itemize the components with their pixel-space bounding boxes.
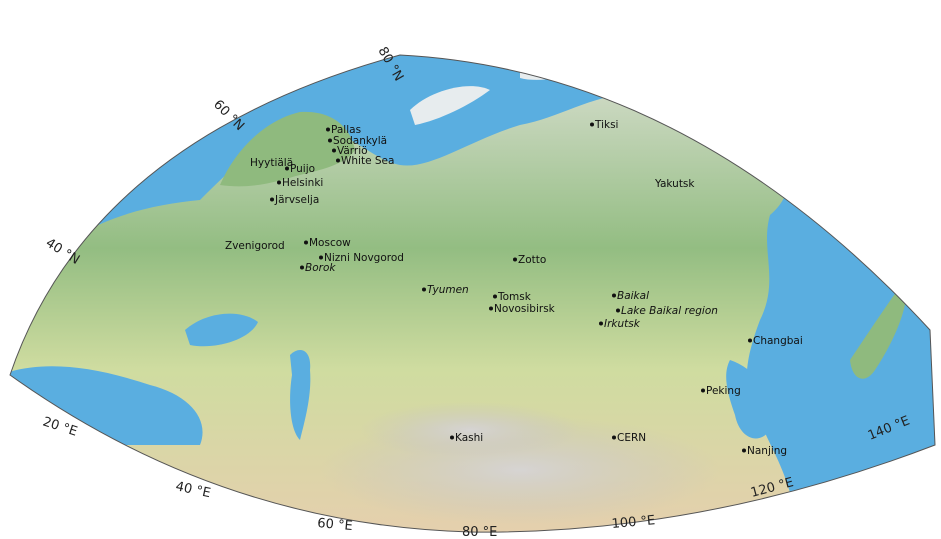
station-label: Novosibirsk: [494, 303, 556, 315]
station-helsinki[interactable]: Helsinki: [277, 177, 323, 189]
station-marker[interactable]: [300, 265, 304, 270]
station-tyumen[interactable]: Tyumen: [422, 284, 469, 296]
station-cern[interactable]: CERN: [612, 432, 646, 444]
station-label: Nanjing: [747, 445, 787, 457]
japan: [850, 280, 907, 379]
station-novosibirsk[interactable]: Novosibirsk: [489, 303, 556, 315]
station-nanjing[interactable]: Nanjing: [742, 445, 787, 457]
station-marker[interactable]: [422, 287, 426, 292]
station-marker[interactable]: [277, 180, 281, 185]
station-marker[interactable]: [616, 308, 620, 313]
station-borok[interactable]: Borok: [300, 262, 336, 274]
station-label: Tiksi: [594, 119, 618, 131]
station-yakutsk[interactable]: Yakutsk: [654, 178, 695, 190]
lon-label-60: 60 °E: [317, 516, 354, 534]
station-nizhni-novgorod[interactable]: Nizni Novgorod: [319, 252, 404, 264]
station-tomsk[interactable]: Tomsk: [493, 291, 532, 303]
station-label: Värriö: [337, 145, 368, 157]
station-marker[interactable]: [742, 448, 746, 453]
black-sea: [185, 313, 258, 347]
station-marker[interactable]: [748, 338, 752, 343]
station-marker[interactable]: [513, 257, 517, 262]
station-label: Hyytiälä: [250, 157, 293, 169]
station-label: Helsinki: [282, 177, 323, 189]
station-changbai[interactable]: Changbai: [748, 335, 803, 347]
scandinavia-landmass: [220, 111, 355, 187]
station-label: Borok: [305, 262, 336, 274]
severnaya-zemlya: [520, 64, 575, 80]
station-kashi[interactable]: Kashi: [450, 432, 483, 444]
station-label: Nizni Novgorod: [324, 252, 404, 264]
map-border: [9, 54, 936, 533]
station-label: Baikal: [617, 290, 649, 302]
station-label: Irkutsk: [604, 318, 641, 330]
station-varrio[interactable]: Värriö: [332, 145, 368, 157]
station-label: Lake Baikal region: [621, 305, 718, 317]
station-puijo[interactable]: Puijo: [285, 163, 315, 175]
station-marker[interactable]: [599, 321, 603, 326]
station-label: Yakutsk: [654, 178, 695, 190]
station-label: Kashi: [455, 432, 483, 444]
lon-label-20: 20 °E: [41, 415, 79, 440]
station-label: Puijo: [290, 163, 315, 175]
station-marker[interactable]: [285, 166, 289, 171]
station-irkutsk[interactable]: Irkutsk: [599, 318, 641, 330]
station-marker[interactable]: [336, 158, 340, 163]
station-sodankyla[interactable]: Sodankylä: [328, 135, 387, 147]
station-label: White Sea: [341, 155, 394, 167]
station-label: Moscow: [309, 237, 351, 249]
station-label: Pallas: [331, 124, 361, 136]
station-pallas[interactable]: Pallas: [326, 124, 361, 136]
station-marker[interactable]: [450, 435, 454, 440]
station-zvenigorod[interactable]: Zvenigorod: [225, 240, 285, 252]
station-marker[interactable]: [612, 435, 616, 440]
station-white-sea[interactable]: White Sea: [336, 155, 394, 167]
station-moscow[interactable]: Moscow: [304, 237, 351, 249]
station-hyytiala[interactable]: Hyytiälä: [250, 157, 293, 169]
station-tiksi[interactable]: Tiksi: [590, 119, 618, 131]
station-label: Sodankylä: [333, 135, 387, 147]
station-marker[interactable]: [319, 255, 323, 260]
station-marker[interactable]: [328, 138, 332, 143]
yellow-sea: [726, 360, 771, 439]
station-marker[interactable]: [701, 388, 705, 393]
station-peking[interactable]: Peking: [701, 385, 741, 397]
tian-shan: [360, 402, 580, 458]
lon-label-80: 80 °E: [462, 525, 497, 539]
station-jarvselja[interactable]: Järvselja: [270, 194, 319, 206]
station-marker[interactable]: [326, 127, 330, 132]
station-label: Zvenigorod: [225, 240, 285, 252]
station-marker[interactable]: [270, 197, 274, 202]
station-baikal[interactable]: Baikal: [612, 290, 649, 302]
lat-label-40: 40 °N: [43, 236, 82, 268]
station-label: Peking: [706, 385, 741, 397]
station-label: CERN: [617, 432, 646, 444]
station-marker[interactable]: [489, 306, 493, 311]
caspian-sea: [290, 350, 311, 440]
station-marker[interactable]: [304, 240, 308, 245]
station-label: Tomsk: [497, 291, 532, 303]
station-label: Järvselja: [274, 194, 319, 206]
station-label: Zotto: [518, 254, 546, 266]
novaya-zemlya: [410, 86, 490, 125]
station-lake-baikal-region[interactable]: Lake Baikal region: [616, 305, 718, 317]
station-marker[interactable]: [612, 293, 616, 298]
station-marker[interactable]: [493, 294, 497, 299]
lon-label-100: 100 °E: [611, 513, 656, 532]
station-label: Tyumen: [427, 284, 469, 296]
station-marker[interactable]: [590, 122, 594, 127]
lon-label-40: 40 °E: [174, 479, 212, 501]
station-marker[interactable]: [332, 148, 336, 153]
station-label: Changbai: [753, 335, 803, 347]
station-zotto[interactable]: Zotto: [513, 254, 546, 266]
